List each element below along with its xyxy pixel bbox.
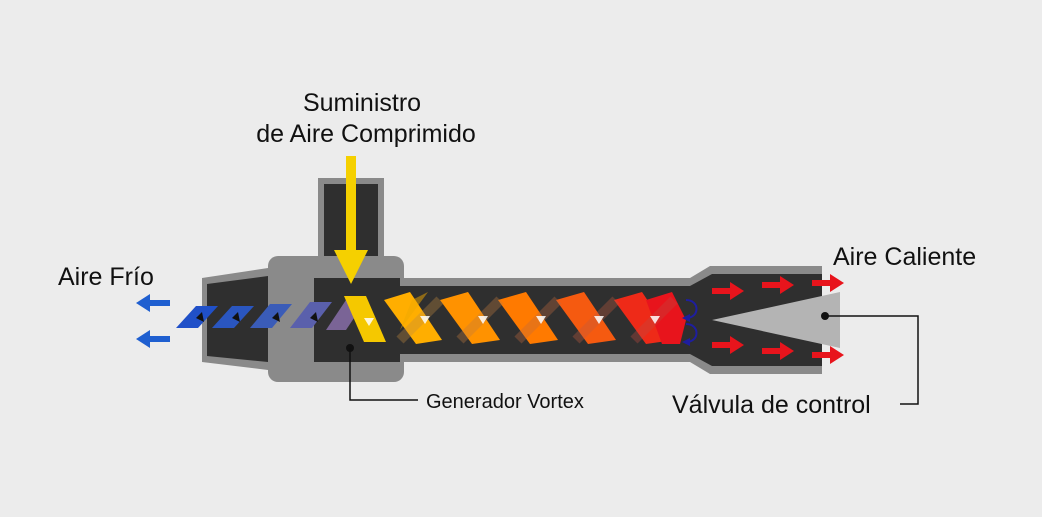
arrow-right-icon: [812, 274, 844, 292]
supply-label-line2: de Aire Comprimido: [256, 120, 476, 148]
arrow-right-icon: [762, 342, 794, 360]
generator-leader: [349, 348, 418, 401]
hot-air-label: Aire Caliente: [833, 243, 976, 271]
arrow-down-icon: [334, 156, 368, 284]
supply-label-line1: Suministro: [303, 89, 421, 117]
arrow-left-icon: [136, 294, 170, 312]
hot-air-arrows: [712, 274, 844, 364]
internal-flow-arrows: [364, 316, 660, 326]
valve-leader: [825, 315, 919, 405]
cold-air-label: Aire Frío: [58, 263, 154, 291]
swirl-return-icon: [682, 299, 698, 346]
arrow-right-icon: [712, 336, 744, 354]
arrow-left-icon: [136, 330, 170, 348]
arrow-right-icon: [712, 282, 744, 300]
cold-internal-arrows: [196, 312, 318, 322]
arrow-right-icon: [762, 276, 794, 294]
cold-air-arrows: [136, 294, 170, 348]
control-valve-label: Válvula de control: [672, 391, 871, 419]
vortex-generator-label: Generador Vortex: [426, 391, 584, 413]
control-valve: [712, 292, 840, 348]
arrow-right-icon: [812, 346, 844, 364]
